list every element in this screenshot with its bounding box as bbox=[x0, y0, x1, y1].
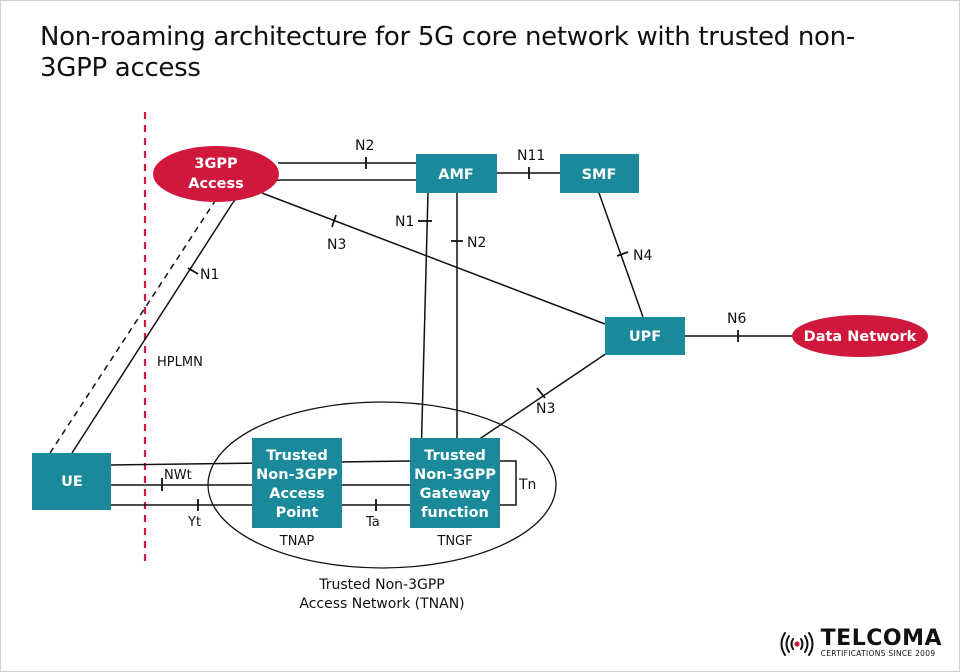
label-ta: Ta bbox=[365, 515, 380, 530]
amf-label: AMF bbox=[438, 167, 474, 183]
label-nwt: NWt bbox=[164, 468, 192, 483]
data-network-label: Data Network bbox=[804, 329, 917, 345]
ue-label: UE bbox=[61, 474, 83, 490]
tick-n4 bbox=[616, 251, 629, 257]
label-n1-amf: N1 bbox=[395, 214, 414, 230]
tngf-label-3: Gateway bbox=[420, 486, 491, 502]
tnap-label-4: Point bbox=[276, 505, 319, 521]
label-tnan-1: Trusted Non-3GPP bbox=[318, 577, 444, 593]
3gpp-access-label-2: Access bbox=[188, 176, 244, 192]
tngf-label-2: Non-3GPP bbox=[414, 467, 496, 483]
label-yt: Yt bbox=[187, 515, 201, 530]
tick-n1-ue bbox=[187, 267, 199, 275]
upf-node bbox=[605, 317, 685, 355]
label-tnap: TNAP bbox=[279, 534, 315, 549]
tngf-label-4: function bbox=[421, 505, 489, 521]
signal-waves-icon bbox=[780, 631, 814, 656]
label-n11: N11 bbox=[517, 148, 545, 164]
link-tn bbox=[500, 460, 517, 506]
smf-node bbox=[560, 154, 639, 193]
brand-tagline: CERTIFICATIONS SINCE 2009 bbox=[820, 649, 936, 658]
tngf-node bbox=[410, 438, 500, 528]
label-tnan-2: Access Network (TNAN) bbox=[299, 596, 464, 612]
label-n2-top: N2 bbox=[355, 138, 374, 154]
label-n6: N6 bbox=[727, 311, 746, 327]
data-network-node bbox=[792, 315, 928, 357]
tngf-label-1: Trusted bbox=[424, 448, 486, 464]
3gpp-access-node bbox=[153, 146, 279, 202]
link-n1-ue-amf bbox=[71, 179, 416, 454]
link-n3-3gpp-upf bbox=[261, 192, 606, 325]
upf-label: UPF bbox=[629, 329, 661, 345]
link-n3-tngf-upf bbox=[477, 352, 608, 441]
label-n1-ue: N1 bbox=[200, 267, 219, 283]
tick-n3-upper bbox=[331, 214, 337, 228]
tnap-label-2: Non-3GPP bbox=[256, 467, 338, 483]
page-title: Non-roaming architecture for 5G core net… bbox=[40, 22, 855, 83]
tnap-node bbox=[252, 438, 342, 528]
amf-node bbox=[416, 154, 497, 193]
3gpp-access-label-1: 3GPP bbox=[194, 156, 238, 172]
brand-name: TELCOMA bbox=[820, 626, 942, 651]
label-tngf: TNGF bbox=[436, 534, 472, 549]
link-ue-3gpp-dashed bbox=[49, 197, 218, 454]
label-n2-amf: N2 bbox=[467, 235, 486, 251]
link-n1-amf-tngf bbox=[420, 192, 429, 462]
label-n4: N4 bbox=[633, 248, 652, 264]
smf-label: SMF bbox=[582, 167, 617, 183]
ue-node bbox=[32, 453, 111, 510]
tick-n3-lower bbox=[536, 387, 546, 399]
label-hplmn: HPLMN bbox=[157, 355, 203, 370]
label-n3-upper: N3 bbox=[327, 237, 346, 253]
label-n3-lower: N3 bbox=[536, 401, 555, 417]
label-tn: Tn bbox=[518, 477, 536, 493]
tnap-label-3: Access bbox=[269, 486, 325, 502]
brand-logo: TELCOMA CERTIFICATIONS SINCE 2009 bbox=[777, 626, 942, 658]
tnap-label-1: Trusted bbox=[266, 448, 328, 464]
